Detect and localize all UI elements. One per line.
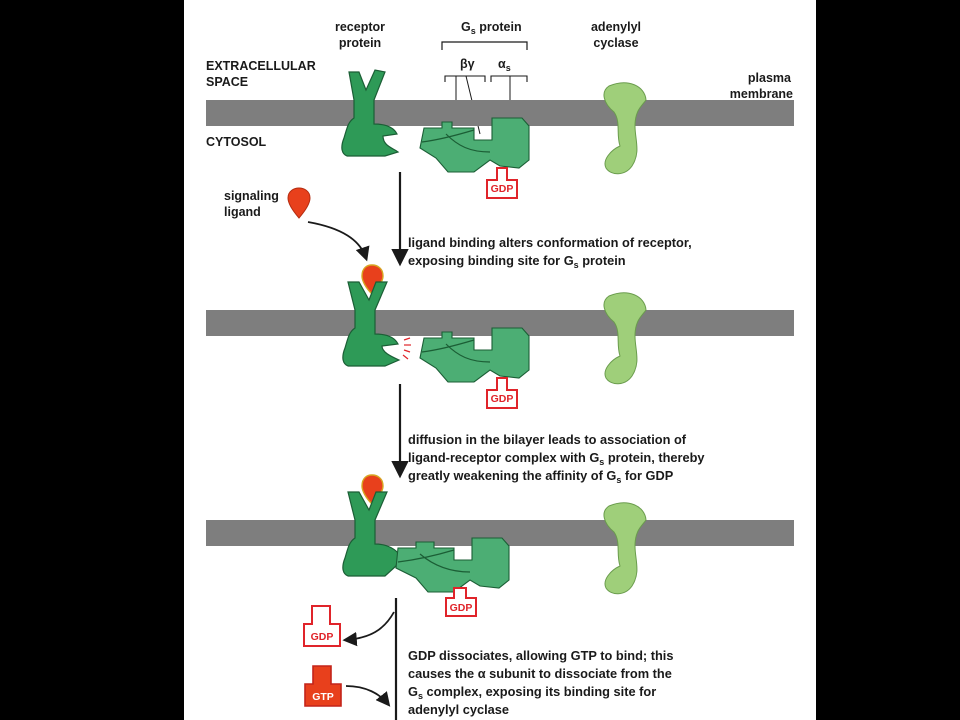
svg-text:exposing binding site for Gs p: exposing binding site for Gs protein — [408, 253, 626, 270]
svg-text:EXTRACELLULAR: EXTRACELLULAR — [206, 59, 316, 73]
beta-gamma-label: βγ — [460, 57, 475, 71]
svg-text:membrane: membrane — [730, 87, 793, 101]
signaling-ligand-icon — [287, 187, 311, 219]
gs-protein-label: Gs protein — [461, 20, 522, 36]
svg-text:ligand-receptor complex with G: ligand-receptor complex with Gs protein,… — [408, 450, 705, 467]
svg-text:diffusion in the bilayer leads: diffusion in the bilayer leads to associ… — [408, 432, 687, 447]
svg-text:ligand: ligand — [224, 205, 261, 219]
svg-text:greatly weakening the affinity: greatly weakening the affinity of Gs for… — [408, 468, 674, 485]
receptor-protein-3 — [342, 491, 401, 577]
beta-gamma-bracket — [444, 75, 486, 82]
adenylyl-cyclase-1 — [603, 82, 647, 175]
svg-text:GDP: GDP — [491, 393, 514, 405]
adenylyl-cyclase-3 — [603, 502, 647, 595]
gs-protein-activation-diagram: receptor protein Gs protein βγ αs — [206, 20, 794, 720]
g-protein-3 — [395, 537, 510, 593]
receptor-protein-2 — [342, 281, 401, 367]
signaling-ligand-label: signaling ligand — [224, 189, 279, 219]
plasma-membrane-label: plasma membrane — [730, 71, 793, 101]
receptor-protein-label: receptor protein — [335, 20, 385, 50]
cytosol-label: CYTOSOL — [206, 135, 267, 149]
alpha-s-label: αs — [498, 57, 511, 73]
adenylyl-cyclase-label: adenylyl cyclase — [591, 20, 641, 50]
gtp-incoming: GTP — [304, 665, 342, 707]
adenylyl-cyclase-2 — [603, 292, 647, 385]
svg-text:GDP: GDP — [311, 631, 334, 643]
gdp-1: GDP — [486, 167, 518, 199]
svg-text:SPACE: SPACE — [206, 75, 248, 89]
gtp-binding-arrow — [345, 685, 391, 707]
svg-text:adenylyl: adenylyl — [591, 20, 641, 34]
svg-text:plasma: plasma — [748, 71, 792, 85]
g-protein-3-detail — [397, 549, 471, 573]
svg-text:receptor: receptor — [335, 20, 385, 34]
receptor-protein-1 — [341, 69, 400, 157]
svg-text:protein: protein — [339, 36, 381, 50]
step2-caption: diffusion in the bilayer leads to associ… — [408, 432, 705, 485]
g-protein-1-detail — [421, 129, 491, 153]
svg-text:causes the α subunit to dissoc: causes the α subunit to dissociate from … — [408, 666, 672, 681]
g-protein-2-detail — [421, 339, 491, 363]
svg-text:GDP: GDP — [450, 602, 473, 614]
binding-site-exposed-marks — [402, 337, 411, 360]
svg-text:GDP dissociates, allowing GTP: GDP dissociates, allowing GTP to bind; t… — [408, 648, 673, 663]
svg-text:GTP: GTP — [312, 691, 334, 703]
alpha-bracket — [490, 75, 528, 82]
gdp-2: GDP — [486, 377, 518, 409]
svg-text:Gs complex, exposing its bindi: Gs complex, exposing its binding site fo… — [408, 684, 656, 701]
svg-text:ligand binding alters conforma: ligand binding alters conformation of re… — [408, 235, 692, 250]
svg-text:signaling: signaling — [224, 189, 279, 203]
extracellular-space-label: EXTRACELLULAR SPACE — [206, 59, 316, 89]
step1-caption: ligand binding alters conformation of re… — [408, 235, 692, 270]
ligand-arrow — [307, 221, 370, 262]
figure-panel: receptor protein Gs protein βγ αs — [184, 0, 816, 720]
svg-text:GDP: GDP — [491, 183, 514, 195]
gs-protein-bracket — [441, 41, 528, 50]
svg-text:cyclase: cyclase — [593, 36, 638, 50]
gdp-released: GDP — [303, 605, 341, 647]
g-protein-1 — [419, 117, 530, 173]
gdp-3: GDP — [445, 587, 477, 617]
svg-text:adenylyl cyclase: adenylyl cyclase — [408, 702, 509, 717]
gdp-release-arrow — [342, 611, 395, 647]
g-protein-2 — [419, 327, 530, 383]
step3-caption: GDP dissociates, allowing GTP to bind; t… — [408, 648, 673, 717]
svg-text:Gs protein: Gs protein — [461, 20, 522, 36]
